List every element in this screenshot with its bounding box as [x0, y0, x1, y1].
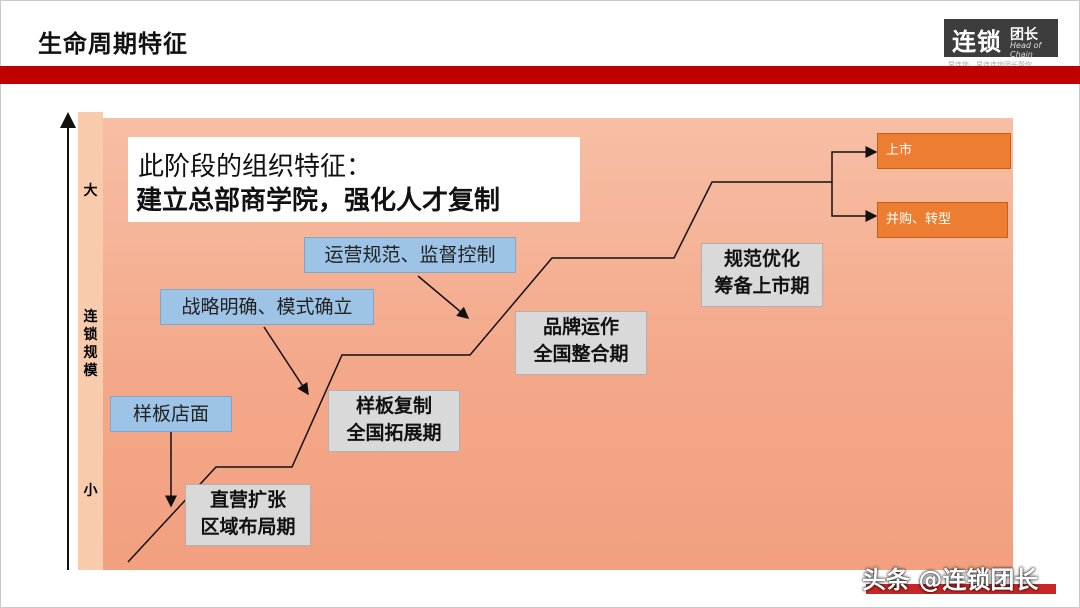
brand-logo: 连锁 团长 Head of Chain [944, 19, 1058, 59]
callout-body: 建立总部商学院，强化人才复制 [136, 186, 501, 216]
stage-replication: 样板复制 全国拓展期 [328, 390, 460, 452]
logo-subtitle: Head of Chain [1010, 41, 1042, 59]
watermark-strip [866, 584, 1056, 594]
organization-callout: 此阶段的组织特征： 建立总部商学院，强化人才复制 [128, 137, 580, 222]
axis-label-small: 小 [83, 483, 98, 499]
logo-box-text: 团长 [1010, 27, 1038, 43]
scale-axis-strip [78, 112, 103, 570]
growth-curve-line [127, 181, 832, 563]
stage-direct-expansion-line1: 直营扩张 [209, 489, 286, 511]
logo-tagline: 早连锁，早连连锁团长帮你 [948, 61, 1032, 69]
logo-main-text: 连锁 [952, 28, 1002, 56]
stage-ipo-preparation: 规范优化 筹备上市期 [701, 243, 823, 307]
stage-ipo-preparation-line1: 规范优化 [723, 248, 800, 270]
branch-to-merger [831, 182, 878, 222]
branch-to-ipo [831, 146, 878, 182]
stage-replication-line1: 样板复制 [355, 395, 432, 417]
header-band [0, 66, 1080, 84]
stage-brand-integration-line2: 全国整合期 [533, 343, 629, 365]
outcome-ipo: 上市 [877, 133, 1011, 169]
callout-heading: 此阶段的组织特征： [138, 152, 373, 182]
operations-pointer [417, 275, 470, 319]
stage-direct-expansion: 直营扩张 区域布局期 [185, 484, 311, 546]
axis-label-scale: 连锁规模 [83, 309, 98, 379]
stage-brand-integration: 品牌运作 全国整合期 [515, 311, 647, 375]
label-strategy: 战略明确、模式确立 [160, 289, 374, 325]
label-sample-store: 样板店面 [110, 396, 232, 432]
strategy-pointer [263, 326, 309, 396]
page-title: 生命周期特征 [38, 30, 188, 58]
watermark: 头条 @连锁团长 [862, 566, 1039, 594]
axis-label-large: 大 [83, 183, 98, 199]
stage-replication-line2: 全国拓展期 [346, 422, 442, 444]
stage-direct-expansion-line2: 区域布局期 [200, 516, 296, 538]
stage-ipo-preparation-line2: 筹备上市期 [714, 275, 810, 297]
label-operations: 运营规范、监督控制 [304, 237, 516, 273]
stage-brand-integration-line1: 品牌运作 [542, 316, 619, 338]
outcome-merger: 并购、转型 [877, 202, 1008, 238]
